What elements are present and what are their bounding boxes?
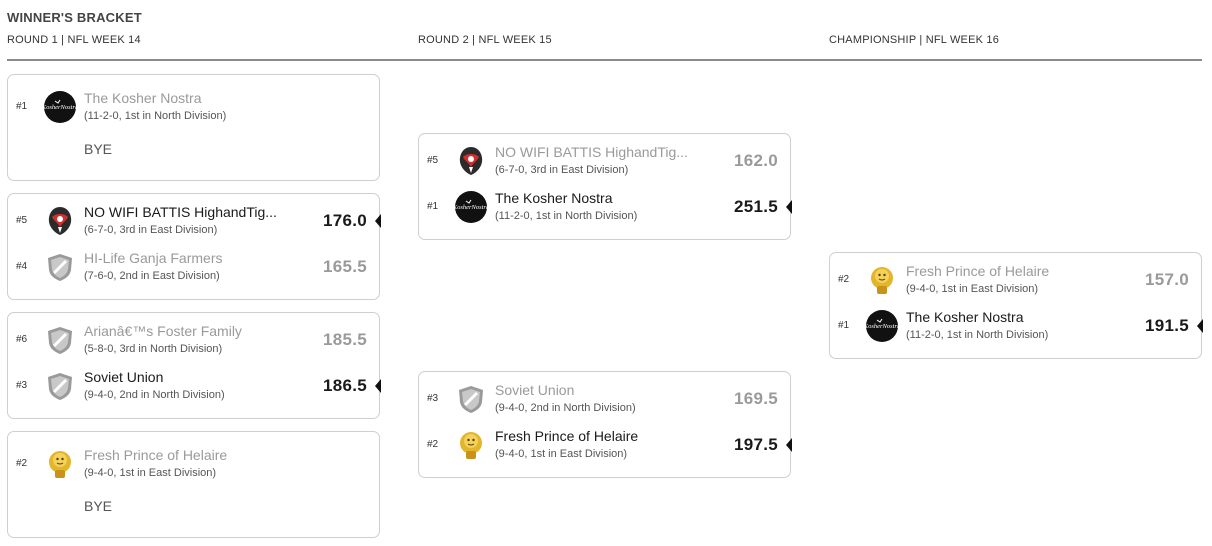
- seed: #2: [838, 274, 850, 285]
- shield-logo: [44, 370, 76, 402]
- red-helmet-logo: [455, 145, 487, 177]
- team-score: 162.0: [733, 151, 778, 170]
- seed: #5: [16, 215, 28, 226]
- seed: #3: [16, 380, 28, 391]
- team-name: NO WIFI BATTIS HighandTig...: [84, 204, 277, 220]
- team-record: (9-4-0, 1st in East Division): [906, 283, 1039, 295]
- seed: #3: [427, 393, 439, 404]
- team-score: 157.0: [1144, 270, 1189, 289]
- seed: #4: [16, 261, 28, 272]
- team-row[interactable]: #5 NO WIFI BATTIS HighandTig... (6-7-0, …: [419, 141, 790, 181]
- team-row[interactable]: #2 Fresh Prince of Helaire (9-4-0, 1st i…: [8, 444, 379, 484]
- bye-label: BYE: [84, 498, 113, 514]
- team-name: The Kosher Nostra: [495, 190, 613, 206]
- gold-figure-logo: [866, 264, 898, 296]
- matchup-card[interactable]: #2 Fresh Prince of Helaire (9-4-0, 1st i…: [7, 431, 380, 538]
- team-record: (9-4-0, 2nd in North Division): [84, 389, 225, 401]
- team-row[interactable]: #4 HI-Life Ganja Farmers (7-6-0, 2nd in …: [8, 247, 379, 287]
- gold-figure-logo: [44, 448, 76, 480]
- winner-arrow-icon: [1197, 319, 1203, 333]
- team-name: Soviet Union: [495, 382, 575, 398]
- team-name: HI-Life Ganja Farmers: [84, 250, 223, 266]
- winner-arrow-icon: [375, 214, 381, 228]
- round-2-label: ROUND 2 | NFL WEEK 15: [418, 34, 552, 46]
- matchup-card[interactable]: #5 NO WIFI BATTIS HighandTig... (6-7-0, …: [7, 193, 381, 300]
- team-record: (11-2-0, 1st in North Division): [495, 210, 638, 222]
- gold-figure-logo: [455, 429, 487, 461]
- matchup-card[interactable]: #6 Arianâ€™s Foster Family (5-8-0, 3rd i…: [7, 312, 381, 419]
- seed: #5: [427, 155, 439, 166]
- team-name: Fresh Prince of Helaire: [906, 263, 1050, 279]
- seed: #1: [16, 101, 28, 112]
- team-row[interactable]: #6 Arianâ€™s Foster Family (5-8-0, 3rd i…: [8, 320, 379, 360]
- matchup-card[interactable]: #3 Soviet Union (9-4-0, 2nd in North Div…: [418, 371, 792, 478]
- seed: #2: [427, 439, 439, 450]
- championship-label: CHAMPIONSHIP | NFL WEEK 16: [829, 34, 1000, 46]
- bye-label: BYE: [84, 141, 113, 157]
- matchup-card[interactable]: #2 Fresh Prince of Helaire (9-4-0, 1st i…: [829, 252, 1203, 359]
- team-name: The Kosher Nostra: [84, 90, 202, 106]
- team-row[interactable]: #5 NO WIFI BATTIS HighandTig... (6-7-0, …: [8, 201, 381, 241]
- team-record: (11-2-0, 1st in North Division): [906, 329, 1049, 341]
- team-row[interactable]: #3 Soviet Union (9-4-0, 2nd in North Div…: [419, 379, 790, 419]
- shield-logo: [455, 383, 487, 415]
- team-record: (9-4-0, 2nd in North Division): [495, 402, 636, 414]
- team-name: Soviet Union: [84, 369, 164, 385]
- winner-arrow-icon: [786, 438, 792, 452]
- team-record: (6-7-0, 3rd in East Division): [495, 164, 629, 176]
- team-row[interactable]: #2 Fresh Prince of Helaire (9-4-0, 1st i…: [830, 260, 1201, 300]
- winner-arrow-icon: [786, 200, 792, 214]
- team-score: 186.5: [322, 376, 367, 395]
- team-row[interactable]: #2 Fresh Prince of Helaire (9-4-0, 1st i…: [419, 425, 792, 465]
- team-name: Fresh Prince of Helaire: [495, 428, 639, 444]
- team-row[interactable]: #3 Soviet Union (9-4-0, 2nd in North Div…: [8, 366, 381, 406]
- matchup-card[interactable]: #5 NO WIFI BATTIS HighandTig... (6-7-0, …: [418, 133, 792, 240]
- team-score: 169.5: [733, 389, 778, 408]
- team-record: (5-8-0, 3rd in North Division): [84, 343, 223, 355]
- team-name: Arianâ€™s Foster Family: [84, 323, 242, 339]
- team-score: 197.5: [733, 435, 778, 454]
- round-1-label: ROUND 1 | NFL WEEK 14: [7, 34, 141, 46]
- team-name: NO WIFI BATTIS HighandTig...: [495, 144, 688, 160]
- seed: #1: [838, 320, 850, 331]
- seed: #6: [16, 334, 28, 345]
- bracket-title: WINNER'S BRACKET: [7, 10, 142, 25]
- team-name: Fresh Prince of Helaire: [84, 447, 228, 463]
- red-helmet-logo: [44, 205, 76, 237]
- team-score: 165.5: [322, 257, 367, 276]
- team-record: (9-4-0, 1st in East Division): [495, 448, 628, 460]
- seed: #1: [427, 201, 439, 212]
- team-record: (6-7-0, 3rd in East Division): [84, 224, 218, 236]
- team-record: (7-6-0, 2nd in East Division): [84, 270, 220, 282]
- team-record: (9-4-0, 1st in East Division): [84, 467, 217, 479]
- shield-logo: [44, 324, 76, 356]
- shield-logo: [44, 251, 76, 283]
- seed: #2: [16, 458, 28, 469]
- team-name: The Kosher Nostra: [906, 309, 1024, 325]
- team-score: 185.5: [322, 330, 367, 349]
- team-score: 191.5: [1144, 316, 1189, 335]
- team-record: (11-2-0, 1st in North Division): [84, 110, 227, 122]
- team-score: 176.0: [322, 211, 367, 230]
- header-divider: [7, 59, 1202, 61]
- winner-arrow-icon: [375, 379, 381, 393]
- team-score: 251.5: [733, 197, 778, 216]
